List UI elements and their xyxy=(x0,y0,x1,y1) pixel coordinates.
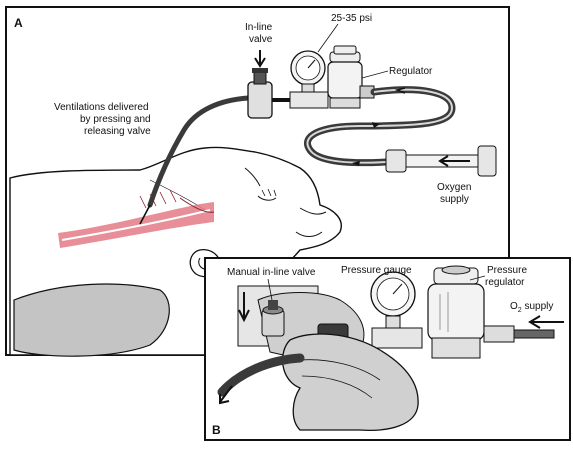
label-pressure-regulator-2: regulator xyxy=(485,277,525,288)
oxygen-connector xyxy=(385,145,497,177)
label-pressure: 25-35 psi xyxy=(331,13,372,24)
label-manual-valve: Manual in-line valve xyxy=(227,267,316,278)
trachea-highlight xyxy=(58,189,215,248)
pressure-regulator xyxy=(427,265,555,359)
inline-valve xyxy=(247,50,290,119)
o2-supply-arrow xyxy=(528,315,564,329)
label-ventilations-2: by pressing and xyxy=(80,114,151,125)
label-ventilations-3: releasing valve xyxy=(84,126,151,137)
panel-b: B xyxy=(204,257,571,441)
label-oxygen-supply-2: supply xyxy=(440,194,469,205)
pressure-gauge xyxy=(370,271,423,349)
label-pressure-regulator-1: Pressure xyxy=(487,265,527,276)
label-ventilations-1: Ventilations delivered xyxy=(54,102,149,113)
label-inline-valve-1: In-line xyxy=(245,22,273,33)
leader-pressure-regulator xyxy=(469,275,486,281)
operator-hand xyxy=(281,333,419,431)
pillow-shadow xyxy=(13,283,170,357)
panel-a-letter: A xyxy=(14,16,23,30)
label-regulator: Regulator xyxy=(389,66,433,77)
label-oxygen-supply-1: Oxygen xyxy=(437,182,471,193)
leader-manual-valve xyxy=(267,278,273,301)
leader-pressure xyxy=(317,23,339,53)
panel-b-letter: B xyxy=(212,423,221,437)
panel-b-hose xyxy=(217,353,305,397)
catheter-hose xyxy=(147,95,251,208)
label-pressure-gauge: Pressure gauge xyxy=(341,265,412,276)
label-o2-supply: O2 supply xyxy=(510,301,553,314)
label-inline-valve-2: valve xyxy=(249,34,273,45)
regulator-assembly xyxy=(289,45,375,109)
leader-regulator xyxy=(361,70,389,79)
